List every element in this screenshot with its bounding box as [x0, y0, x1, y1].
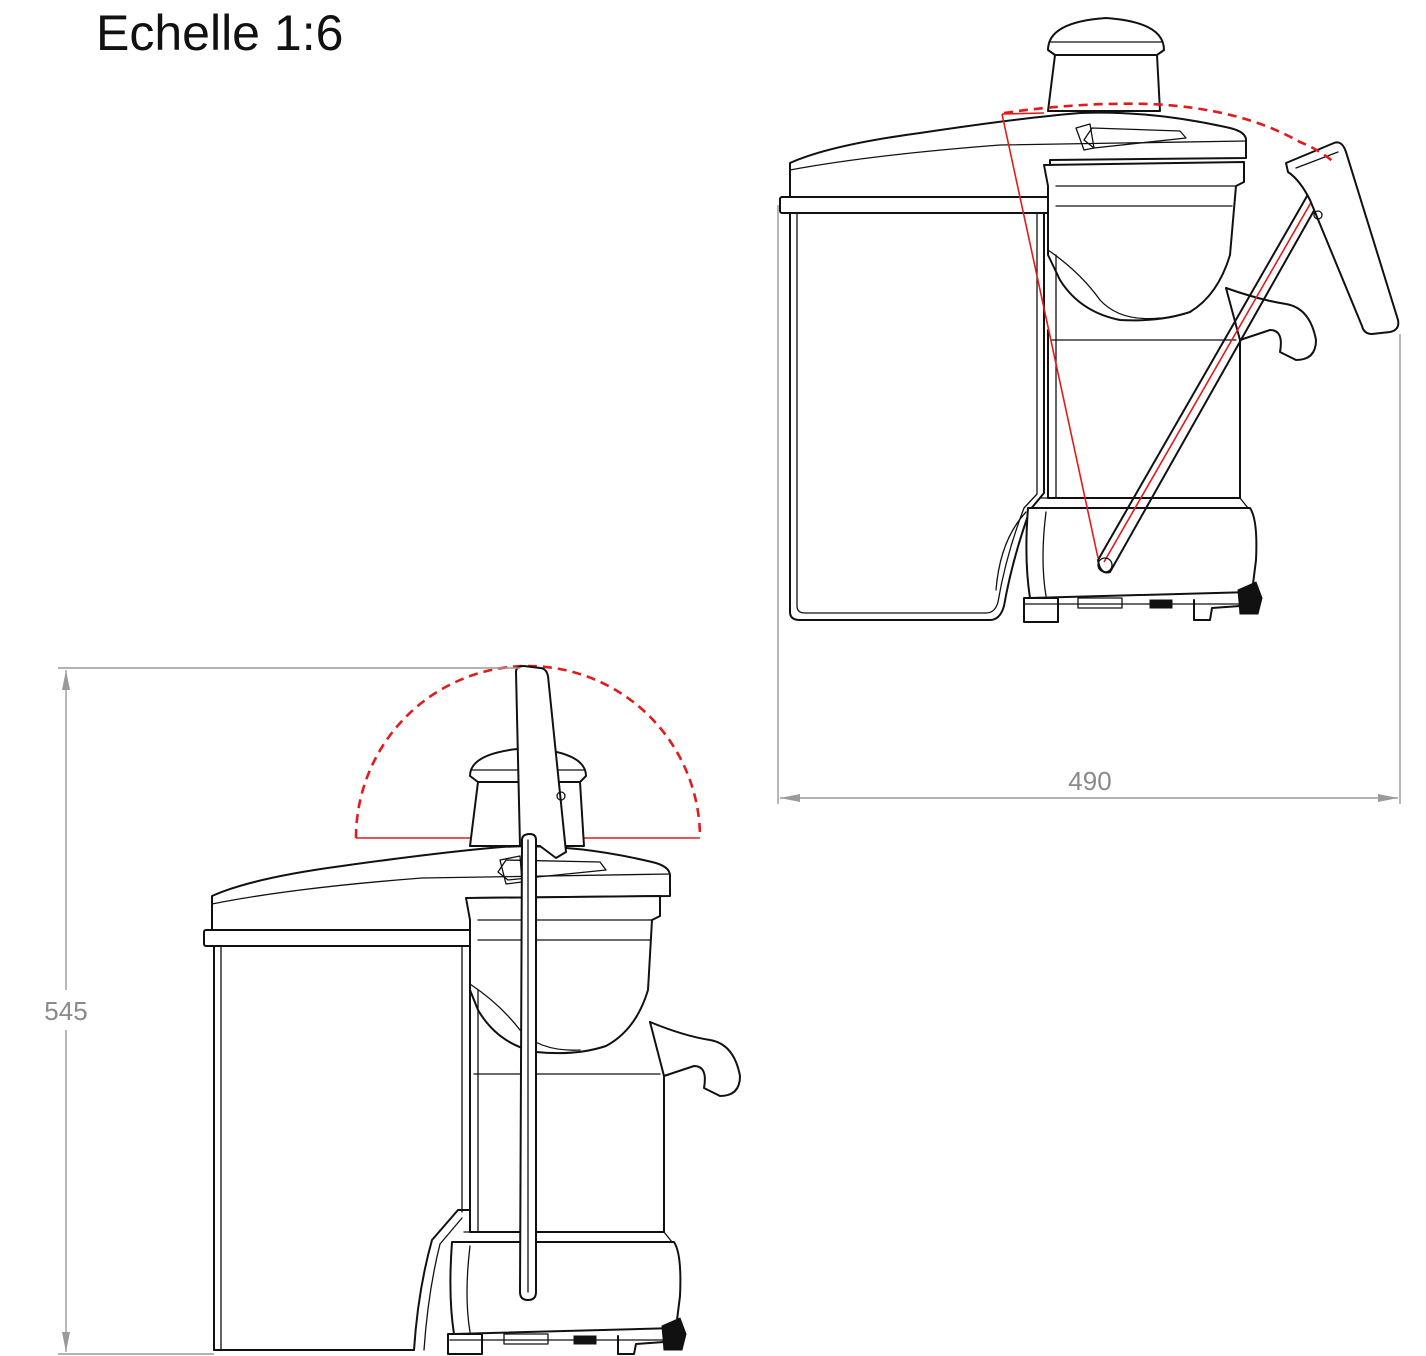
scale-title: Echelle 1:6 [96, 5, 344, 61]
lid-open-view: 490 [777, 17, 1401, 804]
lid-dome [789, 111, 1247, 198]
pulp-container [779, 196, 1057, 621]
upper-housing-closed [465, 895, 661, 1055]
feed-chute [1047, 17, 1165, 112]
height-dimension: 545 [36, 667, 520, 1355]
upper-housing [1043, 161, 1245, 322]
motor-base [995, 497, 1263, 623]
lid-closed-view: 545 [36, 664, 741, 1355]
safety-arm-open [1097, 141, 1400, 574]
motor-base-closed [447, 1231, 687, 1355]
pulp-container-closed [203, 929, 483, 1351]
juice-spout [1225, 287, 1317, 361]
juice-spout-closed [649, 1021, 741, 1097]
height-dimension-label: 545 [44, 996, 87, 1026]
swing-path-open [1001, 102, 1337, 559]
safety-arm-closed [515, 665, 567, 1301]
width-dimension-label: 490 [1068, 766, 1111, 796]
width-dimension: 490 [777, 205, 1401, 804]
